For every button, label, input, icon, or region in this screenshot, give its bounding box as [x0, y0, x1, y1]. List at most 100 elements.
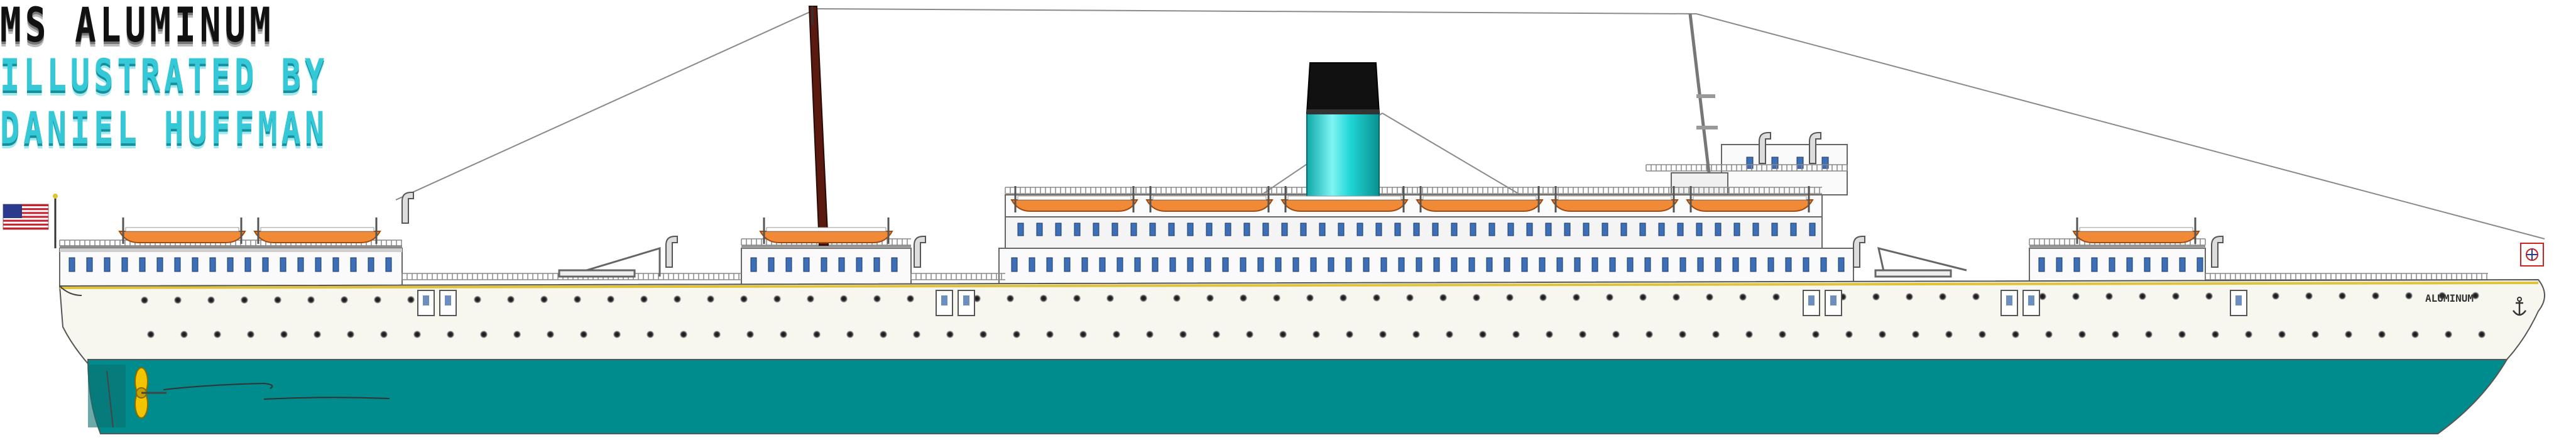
porthole	[2172, 292, 2180, 300]
porthole	[1179, 331, 1187, 338]
porthole	[474, 295, 481, 304]
porthole	[1546, 331, 1553, 338]
window	[1225, 223, 1231, 236]
window	[1187, 223, 1194, 236]
porthole	[1612, 331, 1620, 338]
window	[1620, 223, 1627, 236]
porthole	[1173, 294, 1181, 302]
window	[2091, 257, 2098, 272]
window	[2144, 257, 2151, 272]
flag-stripe	[3, 227, 48, 229]
porthole	[2178, 331, 2186, 338]
flag-stripe	[3, 216, 48, 218]
porthole	[1779, 331, 1786, 338]
window	[244, 257, 251, 272]
porthole	[2478, 331, 2486, 338]
porthole	[1279, 331, 1287, 338]
window	[1662, 257, 1669, 272]
window	[1750, 257, 1757, 272]
porthole	[1040, 294, 1047, 302]
porthole	[1013, 331, 1020, 338]
porthole	[1106, 294, 1114, 302]
porthole	[241, 296, 248, 304]
porthole	[2445, 331, 2452, 338]
lifeboat-cover	[766, 227, 887, 232]
porthole	[813, 331, 821, 338]
porthole	[2305, 292, 2313, 300]
window	[1771, 157, 1779, 169]
porthole	[2212, 331, 2219, 338]
porthole	[1506, 294, 1514, 302]
window	[1093, 223, 1100, 236]
porthole	[907, 295, 914, 303]
porthole	[1879, 331, 1886, 338]
hull-door-window	[2006, 295, 2012, 305]
porthole	[1645, 331, 1653, 338]
window	[1187, 257, 1194, 272]
porthole	[2372, 292, 2379, 300]
porthole	[1007, 294, 1014, 302]
window	[1507, 223, 1514, 236]
flag-stripe	[3, 212, 48, 214]
porthole	[447, 331, 454, 338]
window	[1639, 223, 1646, 236]
porthole	[740, 295, 748, 303]
window	[315, 257, 322, 272]
porthole	[207, 296, 215, 304]
porthole	[840, 295, 848, 303]
window	[1074, 223, 1081, 236]
propeller-icon	[134, 367, 166, 419]
lifeboat-cover	[2079, 227, 2193, 232]
porthole	[174, 296, 182, 304]
porthole	[1113, 331, 1120, 338]
porthole	[1373, 294, 1380, 302]
window	[1149, 223, 1156, 236]
porthole	[1479, 331, 1487, 338]
forward-deckhouse	[2029, 245, 2206, 287]
window	[2038, 257, 2045, 272]
window	[1356, 223, 1363, 236]
window	[2073, 257, 2080, 272]
window	[1017, 223, 1024, 236]
lifeboat-cover	[1422, 195, 1537, 201]
window	[1771, 223, 1778, 236]
title-author: DANIEL HUFFMAN	[0, 103, 329, 155]
porthole	[1639, 293, 1647, 301]
porthole	[607, 295, 614, 304]
lifeboat	[2072, 231, 2200, 243]
funnel	[1306, 62, 1380, 208]
porthole	[574, 295, 581, 304]
porthole	[374, 295, 381, 304]
porthole	[846, 331, 854, 338]
window	[1679, 257, 1686, 272]
lifeboat	[1280, 199, 1409, 212]
window	[2126, 257, 2133, 272]
foremast	[1688, 13, 1718, 173]
main-superstructure	[998, 144, 1854, 287]
porthole	[2405, 292, 2413, 300]
porthole	[773, 295, 781, 303]
window	[1696, 223, 1703, 236]
porthole	[1978, 331, 1986, 338]
window	[209, 257, 216, 272]
window	[227, 257, 234, 272]
window	[1345, 257, 1352, 272]
window	[1222, 257, 1229, 272]
porthole	[1146, 331, 1154, 338]
window	[1602, 223, 1608, 236]
porthole	[1745, 331, 1753, 338]
window	[821, 257, 827, 272]
window	[1564, 223, 1571, 236]
window	[1790, 223, 1797, 236]
porthole	[2039, 292, 2046, 300]
window	[68, 257, 75, 272]
porthole	[2072, 292, 2080, 300]
window	[1363, 257, 1370, 272]
window	[1116, 257, 1123, 272]
window	[1281, 223, 1288, 236]
porthole	[513, 331, 521, 338]
window	[1733, 223, 1740, 236]
ventilator	[1809, 132, 1821, 164]
window	[1677, 223, 1684, 236]
porthole	[314, 331, 321, 338]
